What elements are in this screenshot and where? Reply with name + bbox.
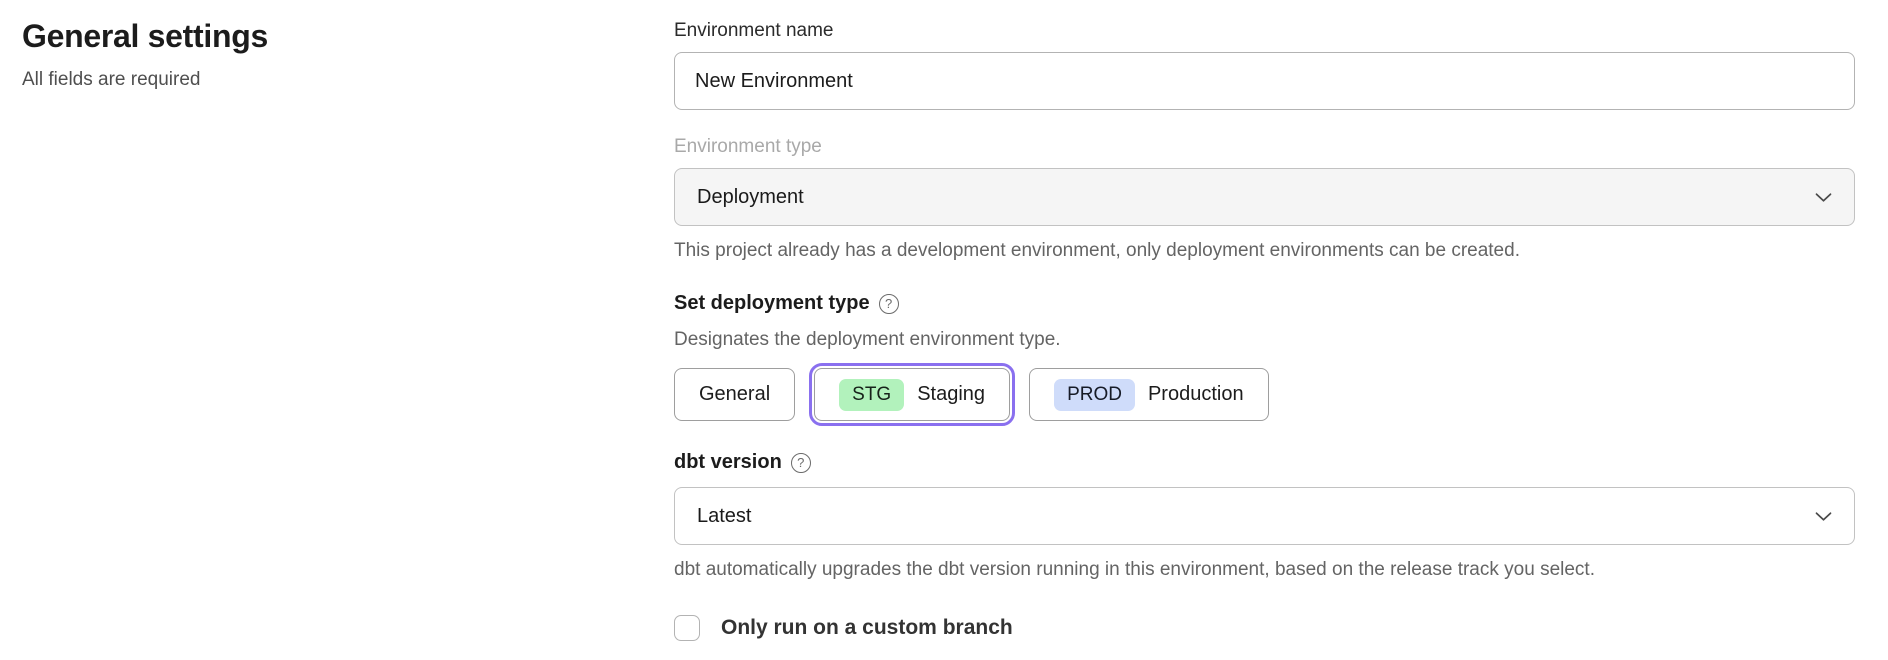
environment-form: Environment name Environment type Deploy… — [674, 20, 1855, 641]
general-button-label: General — [699, 383, 771, 405]
deployment-type-production-button[interactable]: PROD Production — [1029, 368, 1269, 421]
staging-badge: STG — [839, 378, 905, 411]
custom-branch-checkbox[interactable] — [674, 615, 700, 641]
dbt-version-title-text: dbt version — [674, 451, 782, 473]
deployment-type-staging-button[interactable]: STG Staging — [809, 363, 1016, 426]
staging-button-label: Staging — [917, 383, 986, 405]
environment-type-value: Deployment — [697, 185, 804, 208]
help-icon[interactable]: ? — [790, 452, 811, 473]
chevron-down-icon — [1815, 511, 1832, 522]
dbt-version-helper: dbt automatically upgrades the dbt versi… — [674, 559, 1595, 580]
environment-type-select: Deployment — [674, 168, 1855, 226]
settings-header: General settings All fields are required — [22, 18, 582, 91]
deployment-type-general-button[interactable]: General — [674, 368, 796, 421]
production-badge: PROD — [1054, 378, 1135, 411]
help-icon[interactable]: ? — [878, 293, 899, 314]
dbt-version-value: Latest — [697, 504, 752, 527]
custom-branch-label[interactable]: Only run on a custom branch — [721, 616, 1013, 639]
deployment-type-title-text: Set deployment type — [674, 292, 870, 314]
deployment-type-section-title: Set deployment type ? — [674, 292, 1855, 315]
environment-name-input[interactable] — [674, 52, 1855, 110]
deployment-type-options: General STG Staging PROD Production — [674, 363, 1855, 426]
custom-branch-row: Only run on a custom branch — [674, 615, 1855, 641]
page-title: General settings — [22, 18, 268, 54]
chevron-down-icon — [1815, 192, 1832, 203]
page-subtitle: All fields are required — [22, 69, 201, 90]
environment-type-helper: This project already has a development e… — [674, 240, 1520, 261]
environment-type-label: Environment type — [674, 136, 822, 157]
deployment-type-description: Designates the deployment environment ty… — [674, 329, 1061, 350]
dbt-version-section-title: dbt version ? — [674, 451, 1855, 474]
production-button-label: Production — [1147, 383, 1244, 405]
dbt-version-select[interactable]: Latest — [674, 487, 1855, 545]
environment-name-label: Environment name — [674, 20, 834, 41]
